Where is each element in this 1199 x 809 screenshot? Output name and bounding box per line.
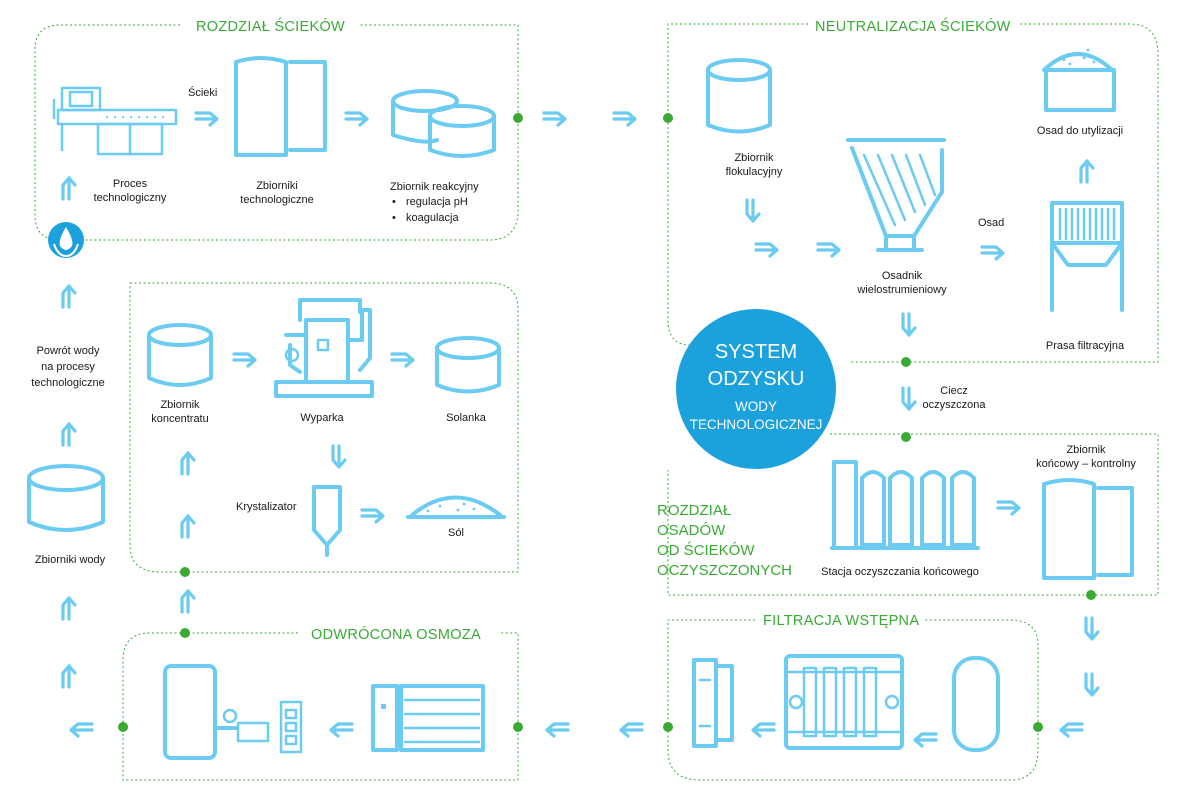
- label-proces: Proces: [113, 178, 148, 190]
- label-zbiorniki-wody: Zbiorniki wody: [35, 554, 106, 566]
- label-proces-2: technologiczny: [94, 192, 167, 204]
- label-powrot-2: na procesy: [41, 361, 95, 373]
- section-title-rozdzial-sciekow: ROZDZIAŁ ŚCIEKÓW: [196, 17, 345, 35]
- label-powrot: Powrót wody: [37, 345, 100, 357]
- label-ciecz: Ciecz: [940, 385, 968, 397]
- reaction-tank-icon: [391, 89, 496, 158]
- section-title-filtracja: FILTRACJA WSTĘPNA: [763, 613, 919, 629]
- bullet: •: [392, 212, 396, 224]
- label-zbiornik-koncowy: Zbiornik: [1066, 444, 1106, 456]
- label-koagulacja: koagulacja: [406, 212, 459, 224]
- cartridge-filter-icon: [692, 658, 734, 748]
- label-osad: Osad: [978, 217, 1004, 229]
- concentrate-tank-icon: [147, 323, 213, 387]
- svg-text:ODZYSKU: ODZYSKU: [708, 368, 805, 390]
- svg-text:SYSTEM: SYSTEM: [715, 341, 797, 363]
- label-zbiornik-flok: Zbiornik: [734, 152, 774, 164]
- label-powrot-3: technologiczne: [31, 377, 104, 389]
- flocculation-tank-icon: [706, 58, 772, 134]
- final-treatment-station-icon: [830, 460, 980, 550]
- reverse-osmosis-unit-icon: [163, 664, 303, 760]
- technological-tanks-icon: [234, 56, 327, 157]
- ro-modules-rack-icon: [371, 684, 485, 752]
- section-title-odwrocona-osmoza: ODWRÓCONA OSMOZA: [311, 626, 481, 643]
- label-stacja: Stacja oczyszczania końcowego: [821, 566, 979, 578]
- svg-text:WODY: WODY: [735, 399, 777, 414]
- label-zbiornik-koncentratu: Zbiornik: [160, 399, 200, 411]
- label-osadnik-2: wielostrumieniowy: [856, 284, 947, 296]
- label-prasa: Prasa filtracyjna: [1046, 340, 1125, 352]
- label-zbiorniki-tech-2: technologiczne: [240, 194, 313, 206]
- brine-tank-icon: [435, 336, 501, 394]
- svg-text:TECHNOLOGICZNEJ: TECHNOLOGICZNEJ: [690, 417, 823, 432]
- pressure-vessel-icon: [952, 656, 1000, 752]
- svg-text:OSADÓW: OSADÓW: [657, 522, 726, 539]
- label-regulacja: regulacja pH: [406, 196, 468, 208]
- equipment-labels: Proces technologiczny Ścieki Zbiorniki t…: [31, 86, 1136, 578]
- label-zbiornik-flok-2: flokulacyjny: [726, 166, 783, 178]
- label-zbiornik-reakcyjny: Zbiornik reakcyjny: [390, 181, 479, 193]
- label-osadnik: Osadnik: [882, 270, 923, 282]
- label-krystalizator: Krystalizator: [236, 501, 297, 513]
- label-ciecz-2: oczyszczona: [923, 399, 987, 411]
- label-zbiornik-koncowy-2: końcowy – kontrolny: [1036, 458, 1136, 470]
- svg-text:ROZDZIAŁ: ROZDZIAŁ: [657, 502, 731, 519]
- svg-text:OD ŚCIEKÓW: OD ŚCIEKÓW: [657, 541, 755, 559]
- water-drop-cycle-icon: [48, 222, 84, 258]
- salt-pile-icon: [406, 495, 506, 519]
- crystallizer-icon: [312, 485, 342, 557]
- multi-filter-frame-icon: [784, 654, 904, 750]
- label-zbiorniki-tech: Zbiorniki: [256, 180, 298, 192]
- final-control-tank-icon: [1042, 478, 1134, 580]
- system-center-badge: SYSTEM ODZYSKU WODY TECHNOLOGICZNEJ: [676, 309, 836, 469]
- label-solanka: Solanka: [446, 412, 487, 424]
- label-zbiornik-koncentratu-2: koncentratu: [151, 413, 208, 425]
- junction-dots: [118, 113, 1096, 732]
- label-wyparka: Wyparka: [300, 412, 344, 424]
- label-scieki: Ścieki: [188, 86, 217, 99]
- water-tanks-icon: [27, 464, 105, 532]
- label-sol: Sól: [448, 527, 464, 539]
- label-osad-utyl: Osad do utylizacji: [1037, 125, 1123, 137]
- process-machine-icon: [52, 86, 178, 156]
- section-title-neutralizacja: NEUTRALIZACJA ŚCIEKÓW: [815, 17, 1011, 35]
- svg-text:OCZYSZCZONYCH: OCZYSZCZONYCH: [657, 562, 792, 579]
- evaporator-icon: [274, 298, 374, 398]
- sludge-container-icon: [1042, 48, 1116, 112]
- multistream-settler-icon: [846, 138, 946, 252]
- filter-press-icon: [1050, 201, 1124, 312]
- section-title-rozdzial-osadow: ROZDZIAŁ OSADÓW OD ŚCIEKÓW OCZYSZCZONYCH: [657, 502, 792, 579]
- section-borders: [34, 23, 1159, 781]
- flow-arrows: [61, 111, 1100, 748]
- bullet: •: [392, 196, 396, 208]
